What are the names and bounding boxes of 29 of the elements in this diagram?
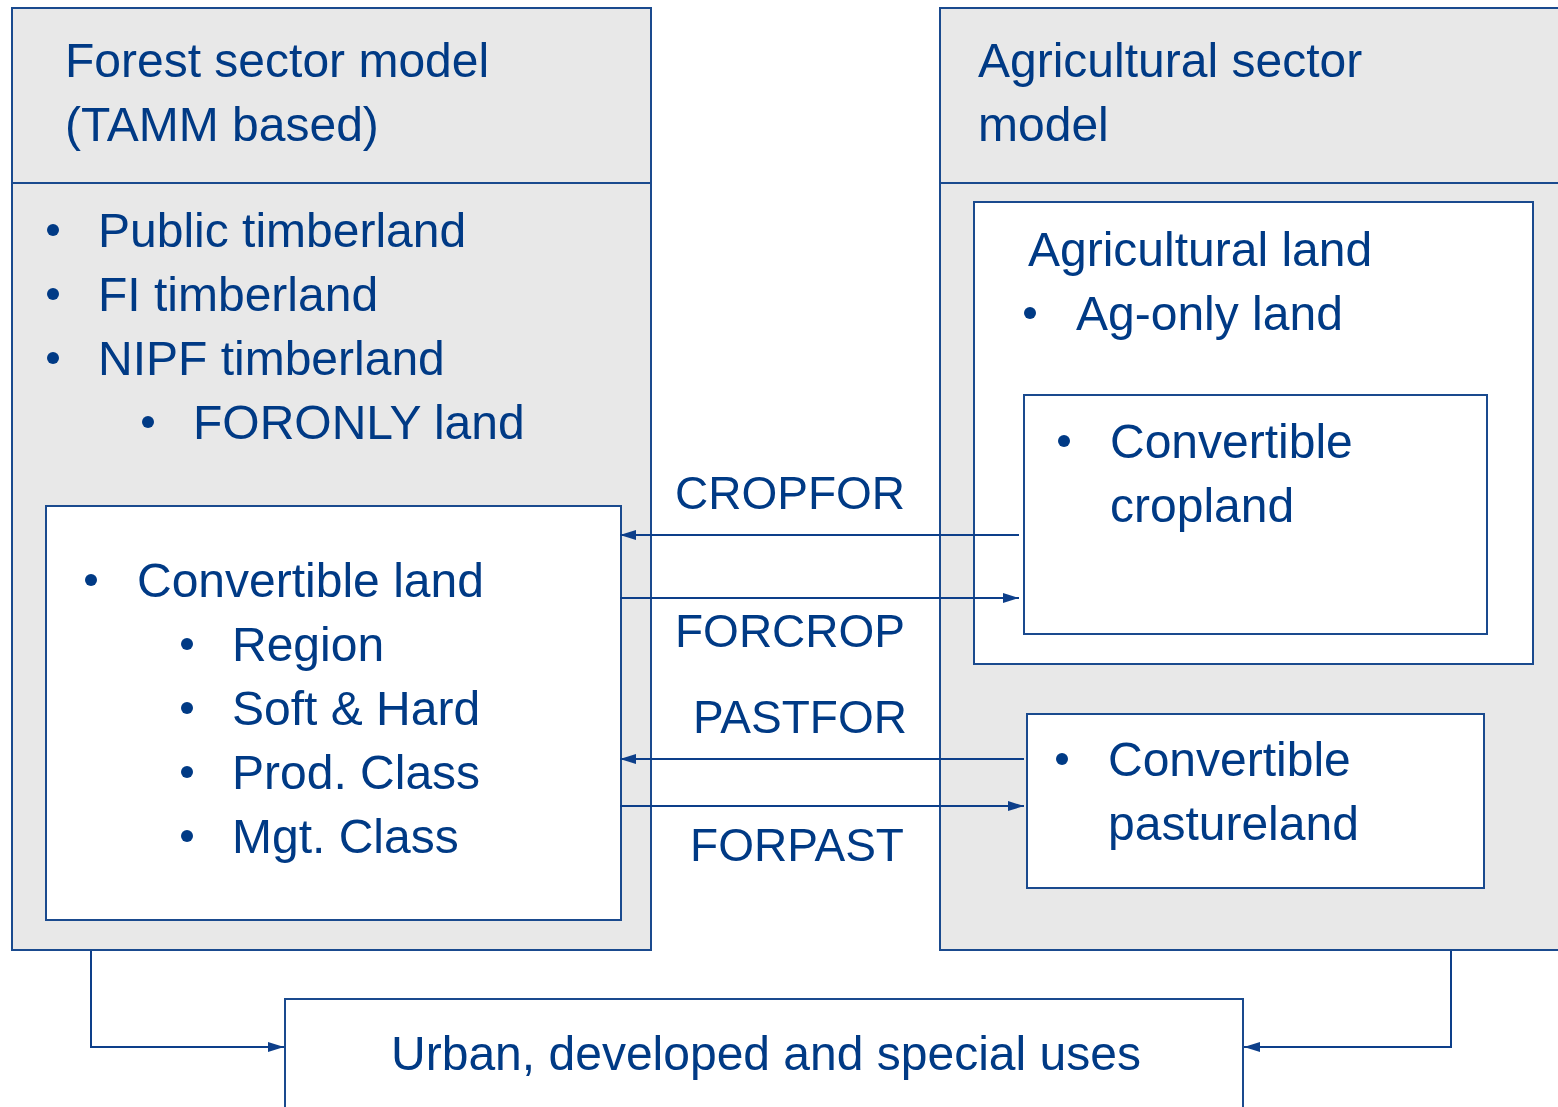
box-heading: Agricultural land bbox=[1028, 222, 1374, 278]
list-item: Region bbox=[232, 617, 386, 673]
list-item: NIPF timberland bbox=[98, 331, 446, 387]
list-item: Mgt. Class bbox=[232, 809, 460, 865]
box-heading: Urban, developed and special uses bbox=[390, 1026, 1142, 1082]
list-item: FORONLY land bbox=[193, 395, 526, 451]
list-item: Public timberland bbox=[98, 203, 468, 259]
land-class-box bbox=[1026, 713, 1485, 889]
arrow bbox=[90, 950, 285, 1052]
arrow bbox=[619, 754, 1025, 764]
list-item: Prod. Class bbox=[232, 745, 482, 801]
list-item: Convertible pastureland bbox=[1108, 732, 1360, 852]
list-item: Convertible cropland bbox=[1110, 414, 1354, 534]
arrow bbox=[619, 530, 1020, 540]
model-panel bbox=[11, 7, 652, 951]
box-heading: Forest sector model (TAMM based) bbox=[65, 33, 491, 153]
list-item: FI timberland bbox=[98, 267, 380, 323]
land-class-box bbox=[1023, 394, 1488, 635]
box-heading: Agricultural sector model bbox=[978, 33, 1364, 153]
land-group-box bbox=[973, 201, 1534, 665]
arrow bbox=[1243, 950, 1452, 1052]
list-item: Ag-only land bbox=[1076, 286, 1344, 342]
list-item: Convertible land bbox=[137, 553, 485, 609]
land-class-box bbox=[45, 505, 622, 921]
model-panel bbox=[939, 7, 1558, 951]
arrow bbox=[619, 801, 1025, 811]
arrow bbox=[619, 593, 1020, 603]
land-use-box bbox=[284, 998, 1244, 1107]
list-item: Soft & Hard bbox=[232, 681, 482, 737]
